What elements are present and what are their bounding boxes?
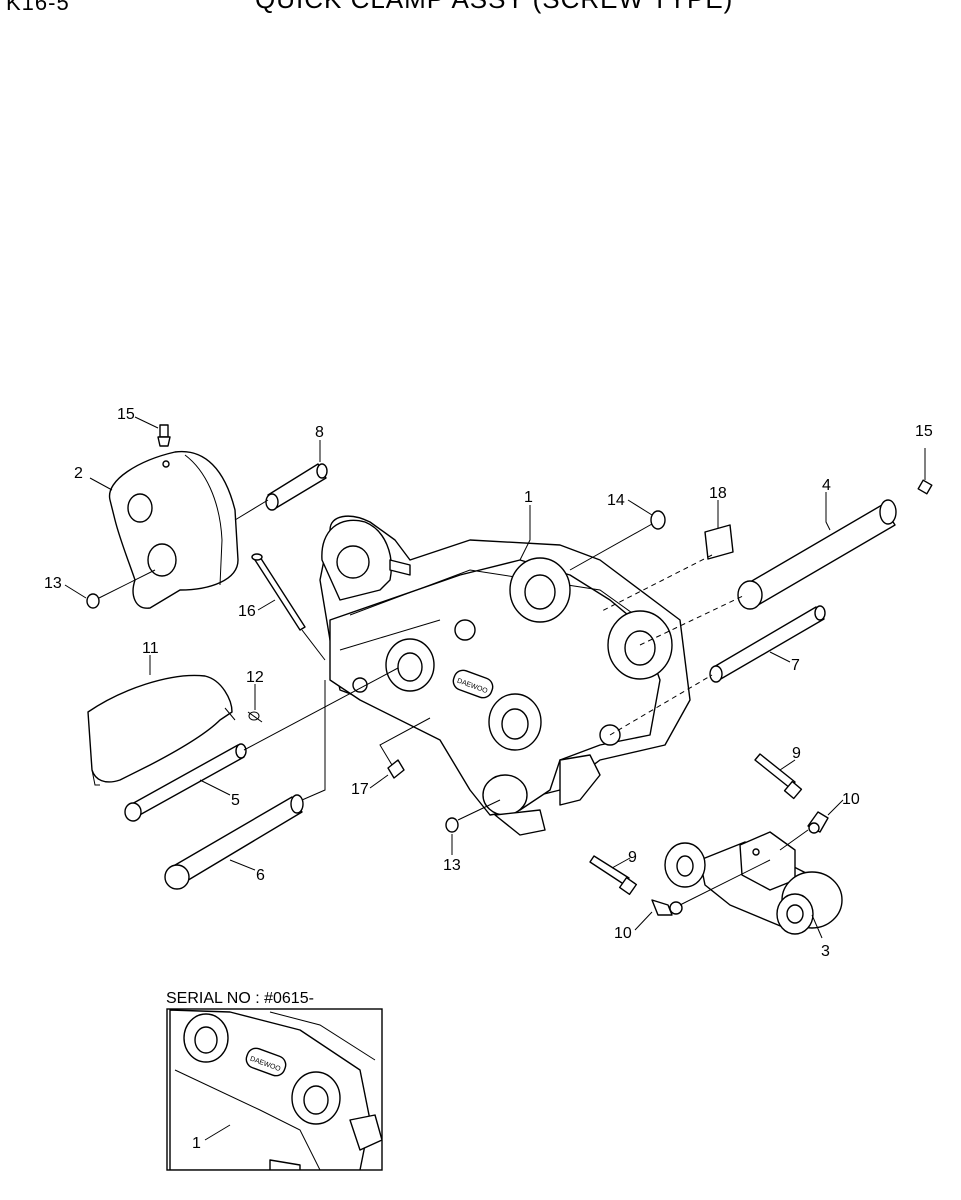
callout-12: 12 [246, 669, 264, 686]
part-14-ring [569, 510, 666, 571]
part-17-plug [379, 717, 431, 779]
callout-numbers: 1 2 3 4 5 6 7 8 9 9 10 10 11 12 13 13 14… [44, 406, 933, 960]
part-10-fittings [651, 811, 829, 916]
inset-callout-1: 1 [192, 1135, 201, 1152]
callout-15b: 15 [915, 423, 933, 440]
callout-8: 8 [315, 424, 324, 441]
callout-17: 17 [351, 781, 369, 798]
callout-11: 11 [142, 640, 159, 657]
page-code: K16-5 [6, 0, 70, 15]
part-5-pin [124, 667, 399, 822]
part-7-pin [609, 605, 826, 736]
part-8-pin [234, 463, 328, 521]
callout-2: 2 [74, 465, 83, 482]
part-3-screw-cylinder [664, 831, 843, 935]
callout-18: 18 [709, 485, 727, 502]
callout-5: 5 [231, 792, 240, 809]
callout-15a: 15 [117, 406, 135, 423]
callout-1: 1 [524, 489, 533, 506]
daewoo-logo-plate: DAEWOO [452, 669, 494, 699]
callout-9b: 9 [628, 849, 637, 866]
serial-number-label: SERIAL NO : #0615- [166, 990, 314, 1007]
callout-6: 6 [256, 867, 265, 884]
callout-16: 16 [238, 603, 256, 620]
serial-inset: DAEWOO 1 [166, 1008, 383, 1171]
quick-clamp-body: DAEWOO [319, 515, 691, 836]
part-16-bolt [251, 553, 326, 661]
part-6-pin [164, 680, 326, 890]
callout-9a: 9 [792, 745, 801, 762]
callout-4: 4 [822, 477, 831, 494]
part-4-pin [639, 499, 897, 646]
part-15-grease-nipples [157, 424, 933, 495]
callout-3: 3 [821, 943, 830, 960]
page-title: QUICK CLAMP ASSY (SCREW TYPE) [255, 0, 733, 15]
part-18-label [599, 524, 734, 613]
part-9-bolts [589, 753, 803, 896]
callout-leaders [64, 416, 926, 939]
part-11-cover [87, 674, 236, 786]
callout-7: 7 [791, 657, 800, 674]
part-13-orings [86, 569, 501, 833]
callout-13b: 13 [443, 857, 461, 874]
callout-10b: 10 [614, 925, 632, 942]
part-2-bracket [108, 450, 239, 609]
callout-13a: 13 [44, 575, 62, 592]
callout-10a: 10 [842, 791, 860, 808]
part-12-clip [247, 711, 263, 723]
callout-14: 14 [607, 492, 625, 509]
